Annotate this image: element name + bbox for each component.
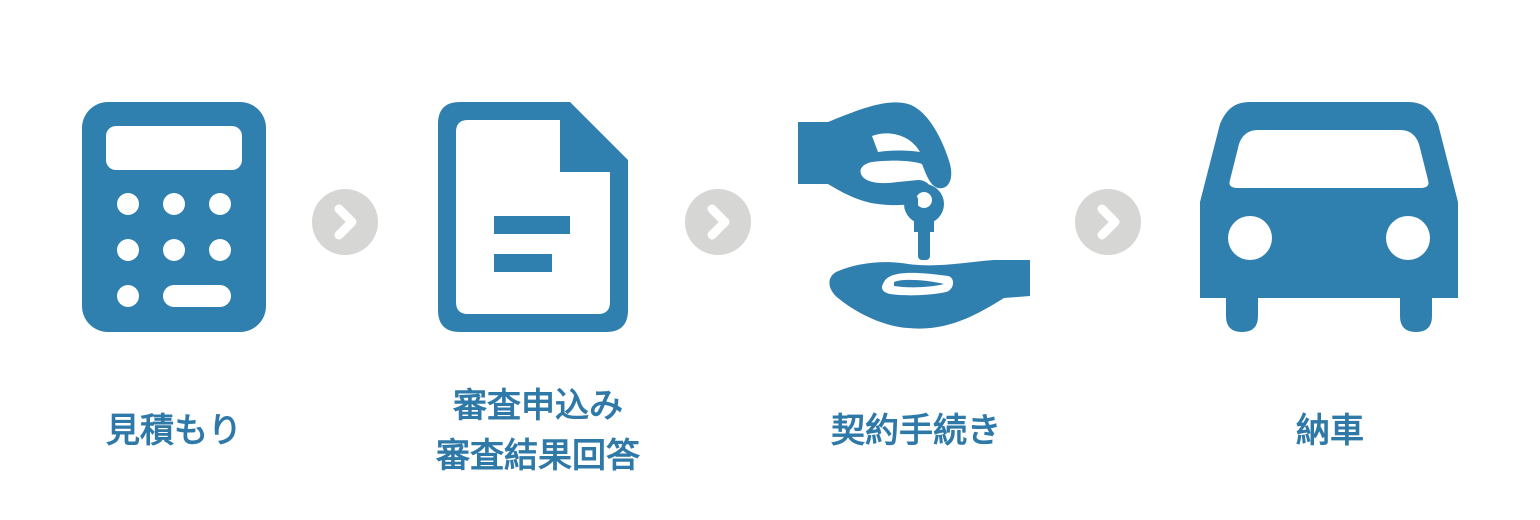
chevron-right-icon [312,189,378,255]
step-label-line: 見積もり [106,411,242,451]
step-label-line: 契約手続き [831,411,1001,451]
document-icon [438,102,628,332]
step-label-line: 審査結果回答 [436,436,640,476]
hand-key-icon [798,102,1030,329]
car-icon [1200,102,1458,332]
step-label-line: 納車 [1296,411,1364,451]
step-label-delivery: 納車 [1260,406,1400,456]
chevron-right-icon [1075,189,1141,255]
step-label-estimate: 見積もり [82,406,266,456]
step-label-contract: 契約手続き [800,406,1032,456]
step-label-screening: 審査申込み 審査結果回答 [413,381,663,481]
chevron-right-icon [685,189,751,255]
step-label-line: 審査申込み [453,386,623,426]
calculator-icon [82,102,266,332]
